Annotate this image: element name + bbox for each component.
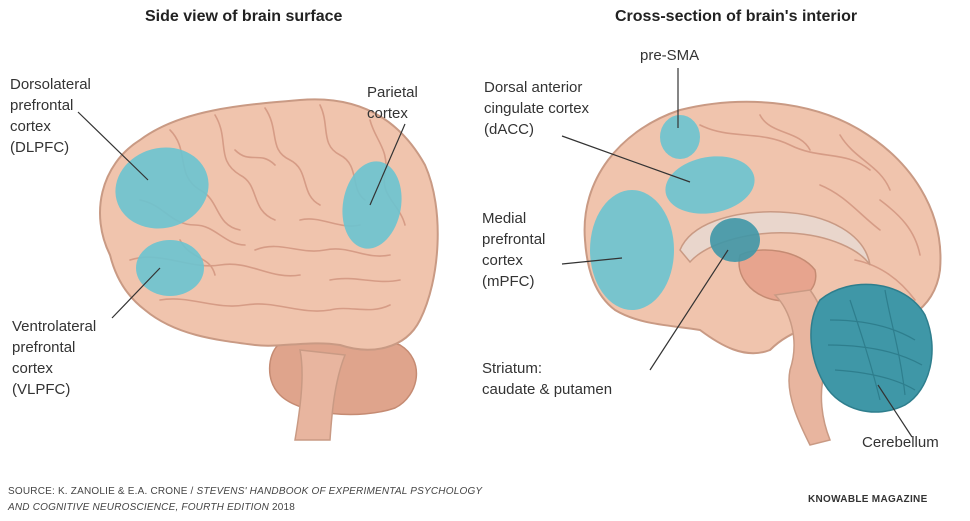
pre-sma-region: [660, 115, 700, 159]
source-citation: SOURCE: K. ZANOLIE & E.A. CRONE / STEVEN…: [8, 484, 482, 516]
cerebellum-label: Cerebellum: [862, 432, 939, 453]
publisher-credit: KNOWABLE MAGAZINE: [808, 494, 928, 505]
vlpfc-label: Ventrolateral prefrontal cortex (VLPFC): [12, 316, 96, 400]
pre-sma-label: pre-SMA: [640, 45, 699, 66]
source-book-title-cont: AND COGNITIVE NEUROSCIENCE, FOURTH EDITI…: [8, 502, 269, 513]
vlpfc-region: [136, 240, 204, 296]
striatum-label: Striatum: caudate & putamen: [482, 358, 612, 400]
dlpfc-label: Dorsolateral prefrontal cortex (DLPFC): [10, 74, 91, 158]
striatum-region: [710, 218, 760, 262]
mpfc-label: Medial prefrontal cortex (mPFC): [482, 208, 545, 292]
parietal-cortex-label: Parietal cortex: [367, 82, 418, 124]
source-book-title: STEVENS' HANDBOOK OF EXPERIMENTAL PSYCHO…: [197, 486, 483, 497]
mpfc-region: [590, 190, 674, 310]
source-year: 2018: [269, 502, 295, 513]
lateral-brain: [100, 99, 438, 440]
dacc-label: Dorsal anterior cingulate cortex (dACC): [484, 77, 589, 140]
sagittal-brain: [585, 102, 941, 445]
source-prefix: SOURCE: K. ZANOLIE & E.A. CRONE /: [8, 486, 197, 497]
